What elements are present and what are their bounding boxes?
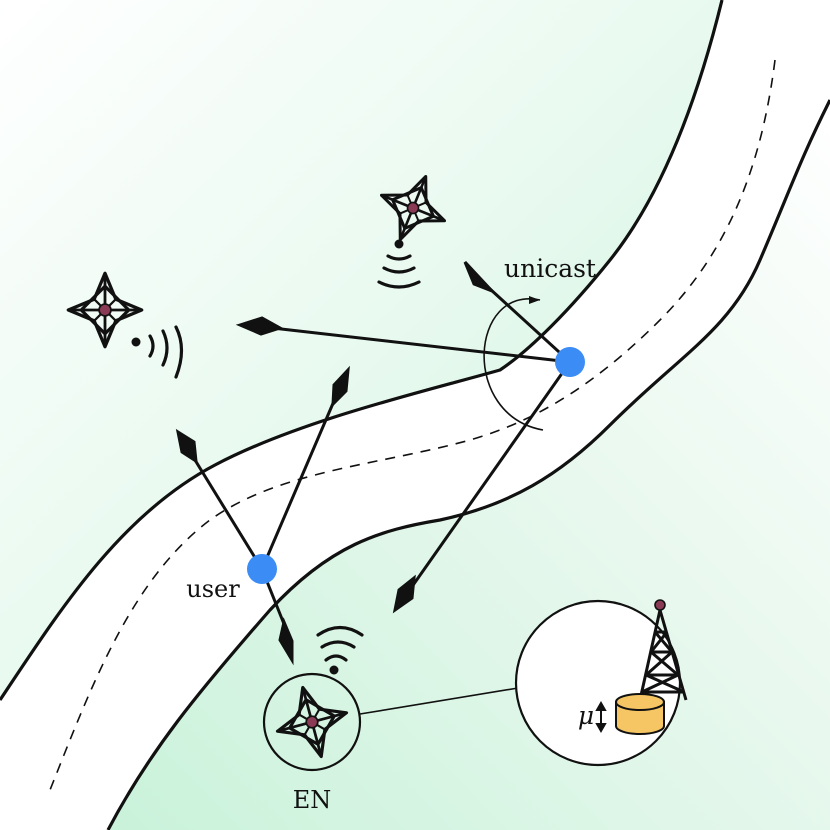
transmission-tower-icon — [638, 609, 688, 701]
user-dot-left — [247, 554, 277, 584]
antenna-tip — [654, 599, 666, 611]
link-arrows — [175, 260, 572, 666]
zoom-connector — [359, 687, 519, 715]
edge-node-detail: μ — [514, 599, 688, 767]
radio-waves-icon — [377, 239, 421, 289]
green-region-left — [0, 0, 722, 700]
radio-waves-icon — [131, 325, 184, 379]
user-dot-right — [555, 347, 585, 377]
mu-label: μ — [578, 701, 594, 730]
en-label: EN — [293, 786, 332, 814]
radio-waves-icon — [316, 625, 364, 675]
road-edge-right — [106, 99, 830, 830]
unicast-label: unicast — [504, 254, 596, 283]
storage-cylinder-icon — [615, 693, 665, 735]
road-edge-left — [0, 0, 724, 701]
edge-node-circle — [262, 672, 362, 772]
unicast-arc — [483, 296, 544, 431]
updown-arrow-icon — [595, 700, 607, 734]
user-label: user — [186, 575, 240, 603]
road-centerline — [49, 59, 776, 791]
